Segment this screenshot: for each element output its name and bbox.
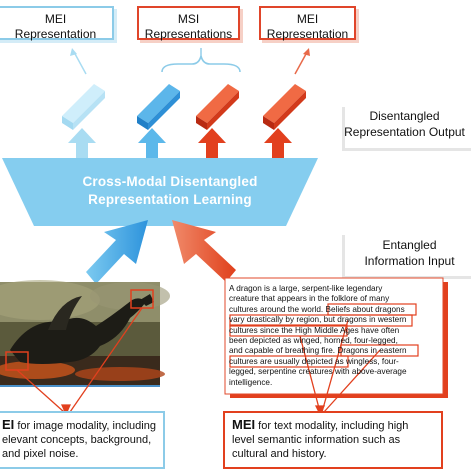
text-line-8a: cultures are usually depicted as (229, 356, 344, 366)
output-arrow-text-mei (294, 48, 310, 75)
mei-image-box-line2: Representation (14, 27, 97, 41)
text-line-7: and capable of breathing fire. Dragons i… (229, 346, 441, 356)
text-pointer-lines (299, 319, 381, 416)
text-line-5b: have often (361, 325, 400, 335)
text-mei-cuboid (263, 84, 306, 130)
mei-image-box-line1: MEI (44, 12, 67, 26)
input-label-line2: Information Input (364, 254, 455, 268)
text-passage: A dragon is a large, serpent-like legend… (229, 284, 441, 388)
mei-text-representation-box: MEI Representation (259, 6, 356, 41)
output-label-line1: Disentangled (369, 109, 440, 123)
image-mei-bold: EI (2, 417, 15, 432)
text-line-3a: cultures around the world. (229, 304, 324, 314)
text-highlight-4 (340, 344, 419, 357)
image-msi-cuboid (137, 84, 180, 130)
msi-brace (161, 48, 241, 73)
model-title-line1: Cross-Modal Disentangled (82, 174, 258, 189)
output-label-tab (345, 104, 474, 148)
output-arrow-image-mei (70, 48, 87, 75)
text-line-5: cultures since the High Middle Ages have… (229, 326, 441, 336)
msi-box-line1: MSI (177, 12, 200, 26)
text-mei-bold: MEI (232, 417, 256, 432)
text-line-10: intelligence. (229, 377, 273, 387)
text-mei-rest: for text modality, including high (255, 420, 409, 432)
up-arrow-2 (138, 128, 166, 158)
model-trapezoid (2, 158, 318, 226)
text-mei-description-box (223, 411, 443, 469)
text-mei-description: MEI for text modality, including high le… (232, 418, 442, 461)
image-mei-line3: and pixel noise. (2, 448, 79, 460)
input-label-line1: Entangled (382, 238, 437, 252)
image-mei-line2: elevant concepts, background, (2, 434, 152, 446)
text-line-5a: cultures since the High Middle Ages (229, 325, 359, 335)
msi-box-line2: Representations (144, 27, 233, 41)
mei-text-box-line1: MEI (296, 12, 319, 26)
up-arrow-1 (68, 128, 96, 158)
text-mei-line3: cultural and history. (232, 448, 327, 460)
text-input-arrow (172, 220, 236, 282)
input-label: Entangled Information Input (345, 237, 474, 269)
text-line-3: cultures around the world. Beliefs about… (229, 305, 441, 315)
mei-text-box-line2: Representation (266, 27, 349, 41)
text-line-1: A dragon is a large, serpent-like legend… (229, 284, 383, 293)
text-mei-line2: level semantic information such as (232, 434, 401, 446)
image-mei-description-box (0, 411, 165, 469)
text-line-8b: wingless, four- (345, 356, 399, 366)
text-highlight-3 (229, 324, 348, 337)
output-label-line2: Representation Output (344, 125, 465, 139)
text-highlight-2 (229, 314, 413, 327)
text-line-4: vary drastically by region, but dragons … (229, 315, 407, 325)
image-mei-line1: EI for image modality, including (2, 418, 162, 433)
mei-image-representation-box: MEI Representation (0, 6, 114, 41)
text-line-8: cultures are usually depicted as wingles… (229, 357, 441, 367)
dragon-photo (0, 280, 170, 387)
text-line-7b: Dragons in eastern (337, 346, 407, 356)
image-mei-cuboid (62, 84, 105, 130)
image-mei-rest: for image modality, including (14, 420, 156, 432)
up-arrow-3 (198, 128, 226, 158)
model-title-line2: Representation Learning (88, 192, 252, 207)
image-input-arrow (86, 220, 148, 284)
text-line-6: been depicted as winged, horned, four-le… (229, 336, 398, 346)
text-line-3b: Beliefs about dragons (325, 304, 405, 314)
image-mei-description: EI for image modality, including elevant… (2, 418, 162, 461)
up-arrow-4 (264, 128, 292, 158)
input-label-tab (345, 232, 474, 276)
text-line-2: creature that appears in the folklore of… (229, 294, 390, 304)
msi-representations-box: MSI Representations (137, 6, 240, 41)
text-highlight-5 (229, 355, 349, 368)
text-mei-line1: MEI for text modality, including high (232, 418, 442, 433)
text-msi-cuboid (196, 84, 239, 130)
output-label: Disentangled Representation Output (335, 108, 474, 140)
image-pointer-lines (16, 307, 143, 416)
text-line-7a: and capable of breathing fire. (229, 346, 336, 356)
text-line-9: legged, serpentine creatures with above-… (229, 367, 407, 377)
